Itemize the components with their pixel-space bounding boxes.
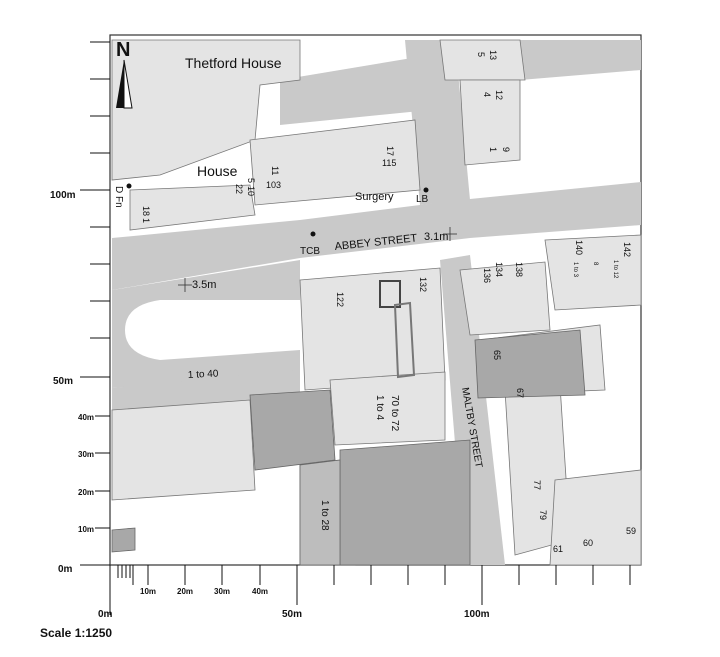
num-122: 122 — [335, 292, 345, 307]
label-tcb: TCB — [300, 246, 320, 257]
label-surgery: Surgery — [355, 191, 394, 203]
num-5: 5 — [476, 52, 486, 57]
bottom-label-100m: 100m — [464, 609, 490, 620]
left-label-0m: 0m — [58, 564, 73, 575]
num-18: 18 — [141, 206, 151, 216]
num-1-16: 1 — [141, 218, 151, 223]
bottom-label-30m: 30m — [214, 587, 230, 596]
num-115: 115 — [382, 158, 396, 168]
north-label: N — [116, 39, 130, 61]
num-8: 8 — [592, 262, 598, 266]
north-arrow: N — [116, 39, 133, 109]
num-77: 77 — [532, 480, 542, 490]
dark-building-blocks — [111, 329, 586, 566]
num-59: 59 — [626, 526, 636, 536]
left-label-10m: 10m — [78, 525, 94, 534]
bottom-scale-labels: 10m 20m 30m 40m 50m 100m 0m — [98, 587, 490, 620]
left-scale-labels: 100m 50m 40m 30m 20m 10m 0m — [50, 190, 94, 575]
label-1-to-28: 1 to 28 — [319, 500, 330, 531]
left-label-40m: 40m — [78, 413, 94, 422]
label-1-to-4: 1 to 4 — [374, 395, 385, 420]
label-thetford-house: Thetford House — [185, 55, 282, 71]
left-scale-ticks — [80, 41, 110, 566]
road-network — [112, 40, 641, 565]
num-142: 142 — [622, 242, 632, 257]
label-lb: LB — [416, 194, 429, 205]
label-house: House — [197, 163, 238, 179]
num-136: 136 — [482, 268, 492, 283]
num-138: 138 — [514, 262, 524, 277]
num-60: 60 — [583, 538, 593, 548]
num-17: 17 — [385, 146, 395, 156]
num-9: 9 — [501, 147, 511, 152]
site-boundary-extension — [393, 301, 416, 379]
bottom-scale-ticks — [109, 565, 631, 615]
num-67: 67 — [515, 388, 525, 398]
bottom-label-10m: 10m — [140, 587, 156, 596]
num-1: 1 — [488, 147, 498, 152]
num-5b: 5 — [246, 178, 256, 183]
label-1-to-40: 1 to 40 — [188, 368, 220, 381]
num-61: 61 — [553, 544, 563, 554]
left-label-20m: 20m — [78, 488, 94, 497]
num-4: 4 — [482, 92, 492, 97]
bottom-label-40m: 40m — [252, 587, 268, 596]
label-height-3-1m: 3.1m — [424, 231, 448, 243]
scale-label: Scale 1:1250 — [40, 626, 113, 640]
num-1-to-12: 1 to 12 — [612, 260, 618, 279]
num-140: 140 — [574, 240, 584, 255]
label-height-3-5m: 3.5m — [192, 279, 216, 291]
num-134: 134 — [494, 262, 504, 277]
num-1-to-3: 1 to 3 — [572, 262, 578, 278]
building-plots — [111, 39, 642, 566]
num-13: 13 — [488, 50, 498, 60]
num-12: 12 — [494, 90, 504, 100]
num-11: 11 — [270, 166, 280, 175]
num-103: 103 — [266, 180, 281, 190]
house-numbers: 5 13 4 12 1 9 17 115 11 103 22 10 5 18 1… — [141, 50, 636, 554]
left-label-30m: 30m — [78, 450, 94, 459]
num-22: 22 — [234, 184, 244, 194]
site-boundary — [379, 280, 401, 308]
label-70-to-72: 70 to 72 — [389, 395, 400, 432]
bottom-label-20m: 20m — [177, 587, 193, 596]
num-10: 10 — [246, 186, 256, 196]
num-79: 79 — [538, 510, 548, 520]
bottom-label-50m: 50m — [282, 609, 302, 620]
label-dfn: D Fn — [113, 186, 124, 208]
bottom-label-0m: 0m — [98, 609, 113, 620]
num-65: 65 — [492, 350, 502, 360]
left-label-50m: 50m — [53, 376, 73, 387]
num-132: 132 — [418, 277, 428, 292]
left-label-100m: 100m — [50, 190, 76, 201]
